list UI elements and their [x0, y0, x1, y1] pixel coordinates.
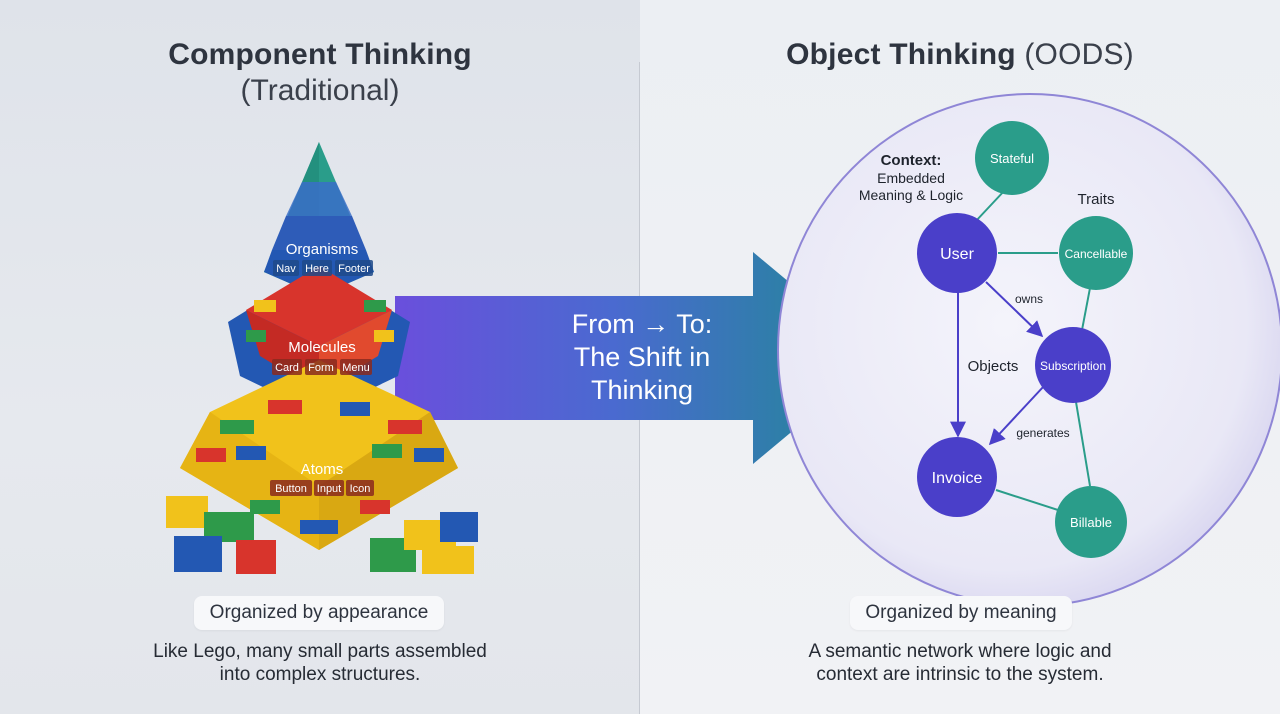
- arrow-label: From → To: The Shift in Thinking: [572, 309, 713, 405]
- shift-arrow: [395, 252, 880, 464]
- level-organisms: Organisms Nav Here Footer: [273, 241, 373, 276]
- edge-label-owns: owns: [1015, 292, 1043, 306]
- left-pill: Organized by appearance: [194, 596, 444, 630]
- left-subtitle: (Traditional): [240, 74, 400, 107]
- network-edges: [974, 189, 1091, 511]
- node-cancellable: Cancellable: [1059, 216, 1133, 290]
- node-label-user: User: [940, 246, 974, 263]
- level-item-here: Here: [305, 263, 329, 275]
- level-label-molecules: Molecules: [288, 339, 356, 356]
- right-caption-line2: context are intrinsic to the system.: [816, 664, 1104, 685]
- node-stateful: Stateful: [975, 121, 1049, 195]
- node-label-subscription: Subscription: [1040, 359, 1106, 373]
- node-label-billable: Billable: [1070, 515, 1112, 530]
- objects-label: Objects: [968, 358, 1019, 375]
- node-label-cancellable: Cancellable: [1065, 247, 1128, 261]
- right-caption-line1: A semantic network where logic and: [808, 641, 1112, 662]
- left-caption: Like Lego, many small parts assembled in…: [120, 640, 520, 686]
- context-line1: Embedded: [877, 170, 945, 186]
- right-title-suffix: (OODS): [1024, 38, 1134, 71]
- loose-bricks-left: [166, 496, 276, 574]
- left-caption-line2: into complex structures.: [219, 664, 421, 685]
- level-label-atoms: Atoms: [301, 461, 344, 478]
- level-item-icon: Icon: [350, 483, 371, 495]
- level-atoms: Atoms Button Input Icon: [270, 461, 374, 496]
- right-pill: Organized by meaning: [850, 596, 1072, 630]
- loose-bricks-right: [370, 512, 478, 574]
- level-item-card: Card: [275, 362, 299, 374]
- left-title: Component Thinking: [168, 38, 472, 71]
- node-label-stateful: Stateful: [990, 151, 1034, 166]
- level-item-footer: Footer: [338, 263, 370, 275]
- level-item-menu: Menu: [342, 362, 370, 374]
- level-molecules: Molecules Card Form Menu: [272, 339, 372, 375]
- arrow-line3: Thinking: [591, 375, 693, 405]
- lego-pyramid: [166, 142, 478, 574]
- right-title-main: Object Thinking: [786, 38, 1016, 71]
- left-caption-line1: Like Lego, many small parts assembled: [153, 641, 487, 662]
- edge-label-generates: generates: [1016, 426, 1069, 440]
- context-line2: Meaning & Logic: [859, 187, 963, 203]
- right-title: Object Thinking (OODS): [760, 38, 1160, 72]
- level-label-organisms: Organisms: [286, 241, 359, 258]
- node-invoice: Invoice: [917, 437, 997, 517]
- node-label-invoice: Invoice: [932, 470, 983, 487]
- node-billable: Billable: [1055, 486, 1127, 558]
- level-item-form: Form: [308, 362, 334, 374]
- arrow-line2: The Shift in: [574, 342, 711, 372]
- node-user: User: [917, 213, 997, 293]
- level-item-nav: Nav: [276, 263, 296, 275]
- arrow-line1: From → To:: [572, 309, 713, 339]
- traits-label: Traits: [1078, 191, 1115, 208]
- context-heading: Context:: [881, 152, 942, 169]
- network-arrows: [950, 281, 1045, 446]
- level-item-button: Button: [275, 483, 307, 495]
- node-subscription: Subscription: [1035, 327, 1111, 403]
- level-item-input: Input: [317, 483, 341, 495]
- right-caption: A semantic network where logic and conte…: [760, 640, 1160, 686]
